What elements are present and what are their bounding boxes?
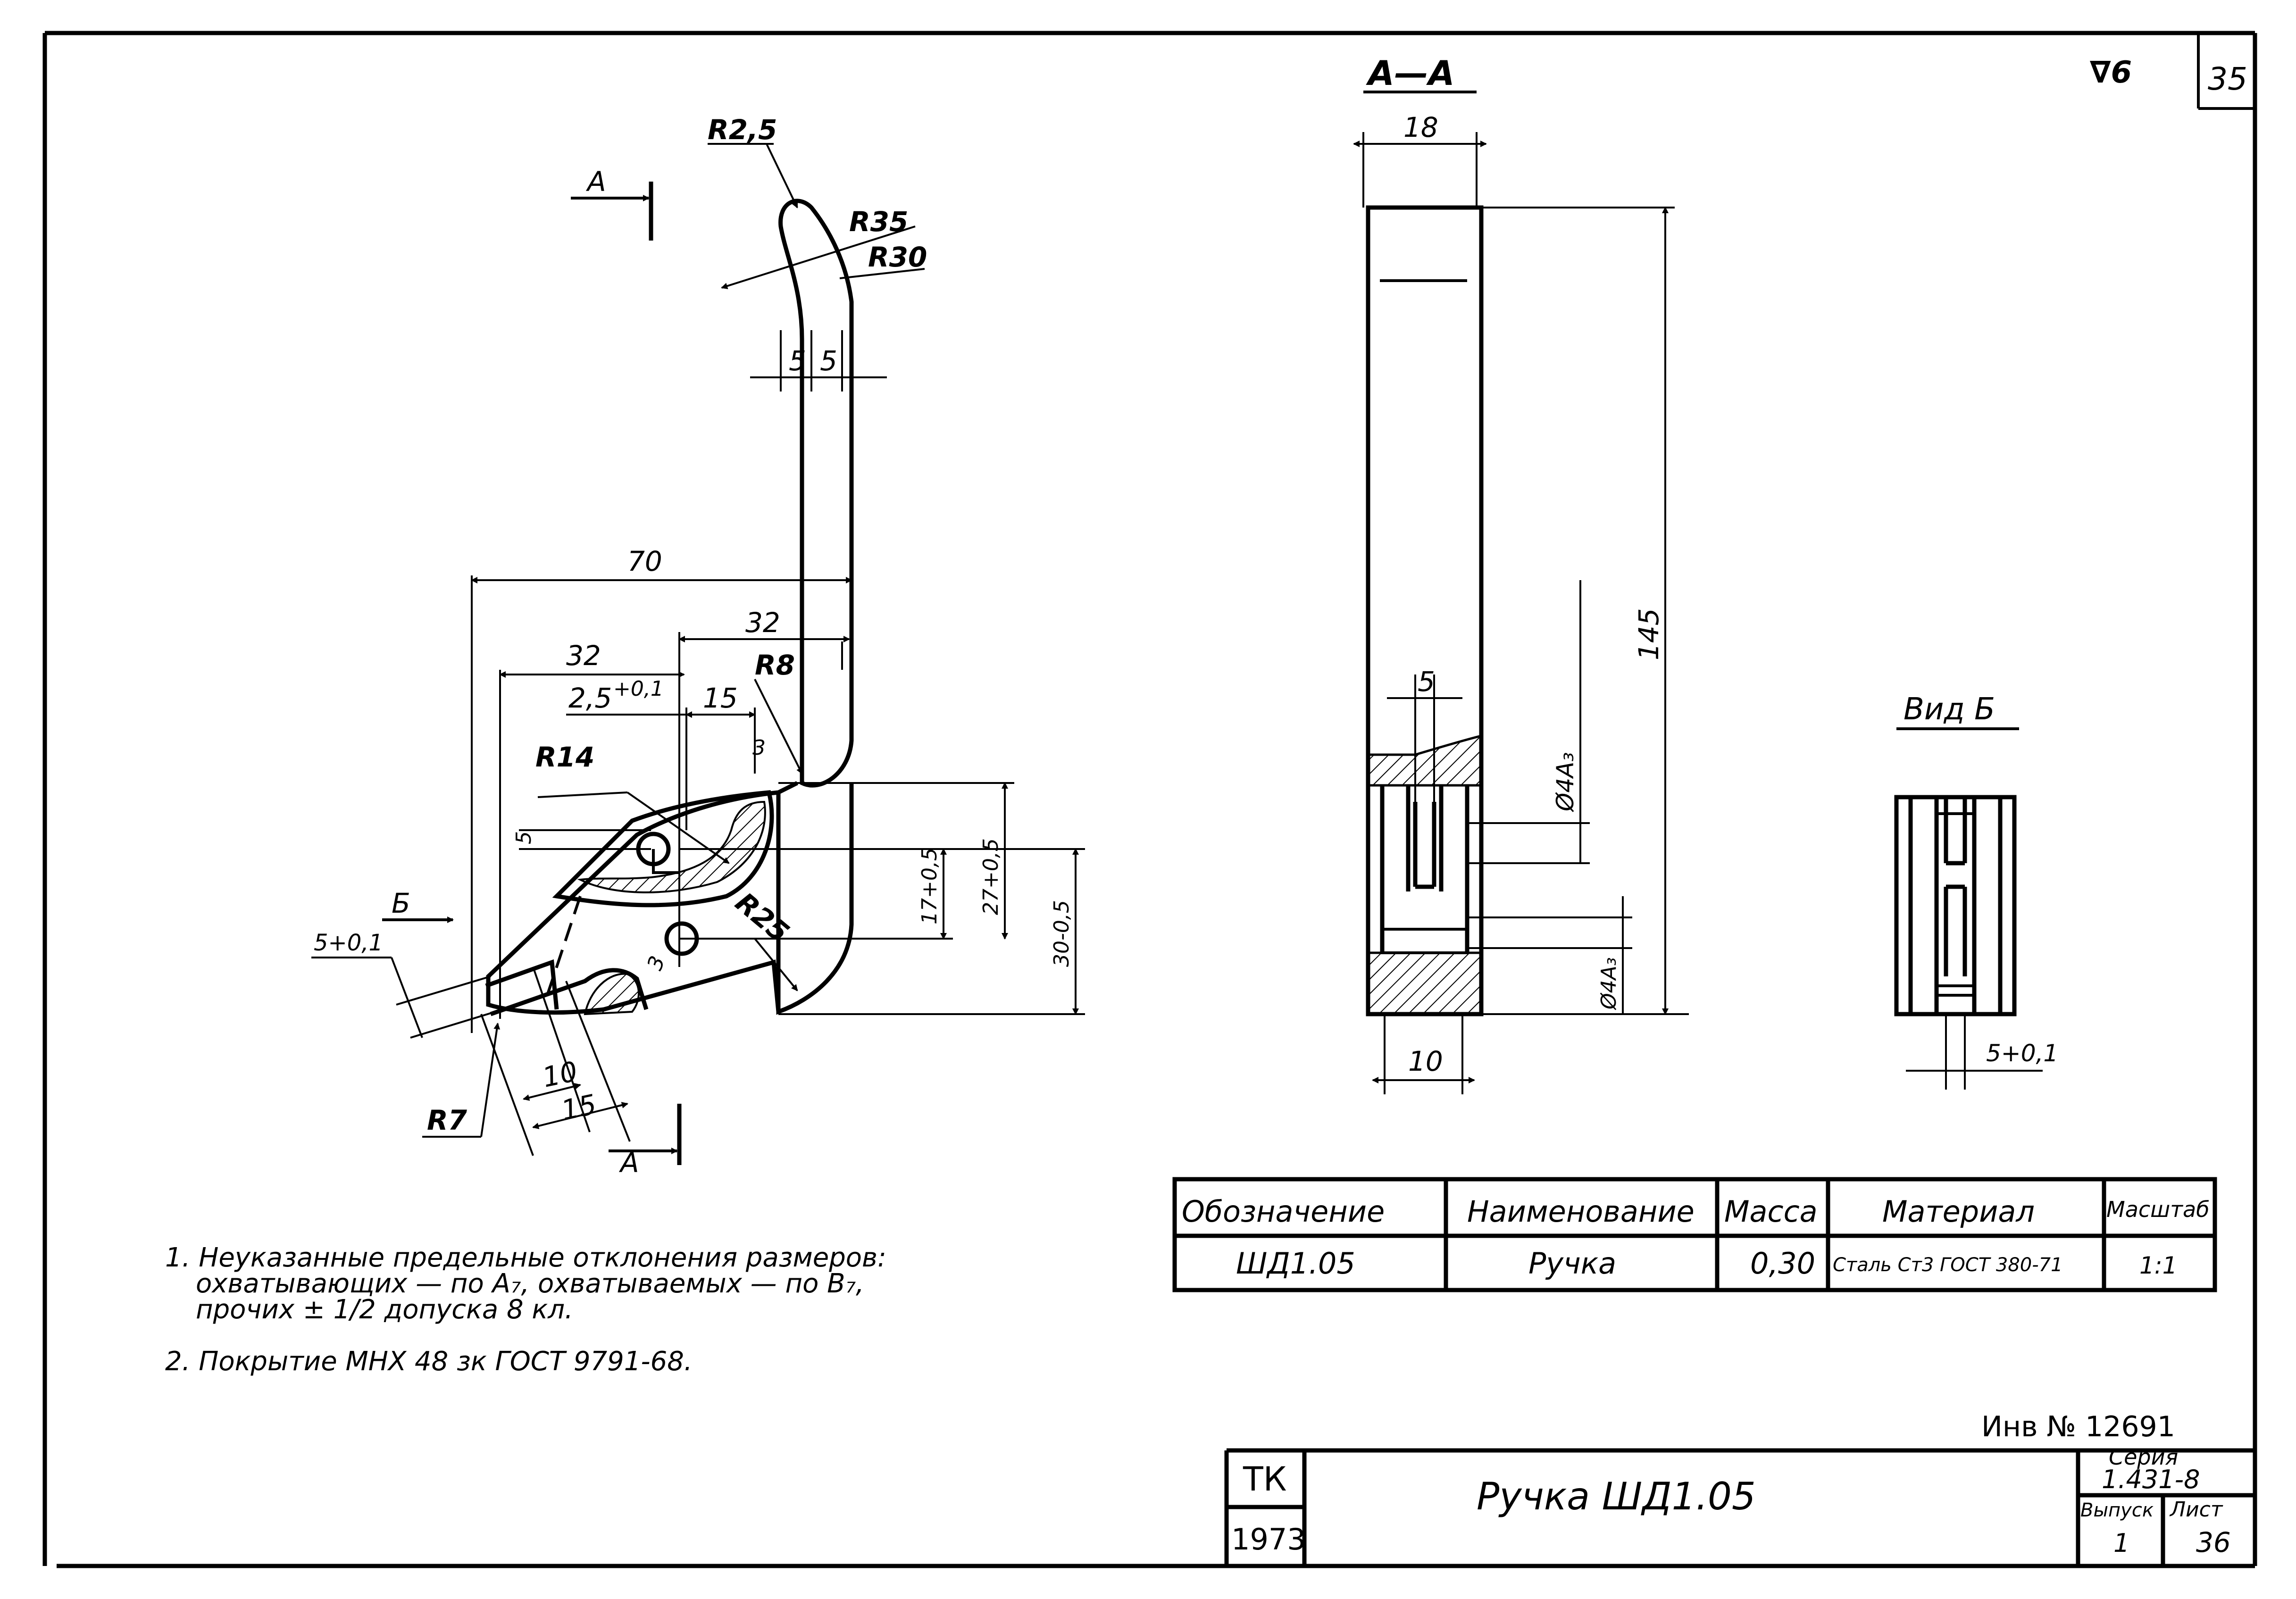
section-outline (1366, 205, 1484, 1016)
cam-hatch (577, 800, 766, 893)
label-5-tongue: 5+0,1 (314, 930, 383, 956)
sheet-value: 36 (2196, 1526, 2231, 1558)
dim-line-10 (523, 1083, 581, 1101)
handle-body-outline (486, 781, 854, 1015)
label-32-right: 32 (745, 607, 780, 639)
main-view (311, 143, 1085, 1165)
label-70: 70 (627, 545, 662, 577)
table-header-mass: Масса (1724, 1194, 1818, 1229)
label-2-5-tolerance: +0,1 (613, 677, 664, 701)
view-b-label: Вид Б (1904, 692, 1995, 727)
sheet-frame (42, 31, 2257, 1568)
cam-profile (552, 790, 774, 908)
label-30: 30-0,5 (1050, 900, 1074, 967)
latch-tongue (485, 959, 649, 1016)
inventory-number: Инв № 12691 (1981, 1410, 2175, 1443)
note-1-line-3: прочих ± 1/2 допуска 8 кл. (196, 1294, 573, 1325)
label-5-section: 5 (1418, 666, 1435, 698)
title-block (1224, 1448, 2255, 1566)
label-r2-5: R2,5 (708, 114, 777, 146)
label-17: 17+0,5 (918, 848, 942, 924)
title-org: ТК (1243, 1460, 1286, 1499)
label-15: 15 (703, 682, 738, 714)
label-5-left: 5 (789, 345, 806, 377)
note-2: 2. Покрытие МНХ 48 зк ГОСТ 9791-68. (165, 1346, 693, 1377)
table-header-name: Наименование (1467, 1194, 1695, 1229)
label-145: 145 (1633, 608, 1665, 660)
arrow-a-bottom-label: A (618, 1147, 639, 1179)
label-r7: R7 (427, 1104, 468, 1136)
issue-label: Выпуск (2080, 1499, 2154, 1521)
label-27: 27+0,5 (979, 838, 1003, 915)
note-1-line-2: охватывающих — по А₇, охватываемых — по … (196, 1268, 864, 1299)
table-cell-material: Сталь Ст3 ГОСТ 380-71 (1833, 1254, 2063, 1276)
label-5-right: 5 (820, 345, 837, 377)
label-18: 18 (1403, 111, 1438, 143)
spec-table (1172, 1177, 2217, 1292)
label-3-upper: 3 (752, 736, 766, 760)
tongue-hatch (584, 973, 640, 1016)
drawing-title: Ручка ШД1.05 (1477, 1474, 1756, 1518)
label-r14: R14 (535, 741, 594, 773)
table-cell-designation: ШД1.05 (1236, 1246, 1355, 1281)
arrow-a-top-label: A (585, 166, 606, 198)
dim-line-15-bottom (532, 1102, 628, 1129)
label-hole-top: Ø4A₃ (1552, 752, 1579, 812)
arrow-b-label: Б (392, 887, 410, 919)
label-r30: R30 (868, 241, 927, 273)
section-hatch-lower (1367, 951, 1483, 1016)
sheet-label: Лист (2169, 1498, 2223, 1522)
label-r8: R8 (755, 649, 795, 681)
label-hole-bottom: Ø4A₃ (1597, 958, 1621, 1010)
notes: 1. Неуказанные предельные отклонения раз… (165, 1242, 886, 1377)
table-header-material: Материал (1882, 1194, 2035, 1229)
note-1-line-1: 1. Неуказанные предельные отклонения раз… (165, 1242, 886, 1273)
series-label: Серия (2109, 1444, 2178, 1470)
section-label: A—A (1366, 53, 1454, 93)
handle-arm-outline (778, 199, 854, 788)
sheet-number: 35 (2208, 61, 2247, 97)
issue-value: 1 (2113, 1528, 2129, 1558)
table-header-designation: Обозначение (1182, 1194, 1385, 1229)
section-hatch-upper (1367, 734, 1483, 787)
label-10-section: 10 (1408, 1045, 1443, 1077)
view-b (1894, 727, 2043, 1090)
label-32-left: 32 (566, 640, 601, 672)
label-2-5: 2,5 (568, 682, 612, 714)
roughness-mark: ∇6 (2090, 55, 2132, 90)
title-year: 1973 (1231, 1522, 1306, 1557)
label-5-view-b: 5+0,1 (1986, 1040, 2058, 1067)
label-r35: R35 (849, 206, 908, 238)
view-b-outline (1894, 795, 2017, 1016)
section-a-a (1353, 91, 1689, 1094)
table-cell-scale: 1:1 (2139, 1252, 2177, 1279)
label-5-vertical: 5 (512, 831, 536, 844)
label-15-bottom: 15 (559, 1088, 599, 1127)
table-header-scale: Масштаб (2106, 1197, 2210, 1222)
label-3-lower: 3 (643, 953, 670, 974)
table-cell-name: Ручка (1528, 1246, 1616, 1281)
table-cell-mass: 0,30 (1750, 1246, 1815, 1281)
label-10: 10 (540, 1055, 580, 1094)
series-value: 1.431-8 (2102, 1465, 2200, 1494)
